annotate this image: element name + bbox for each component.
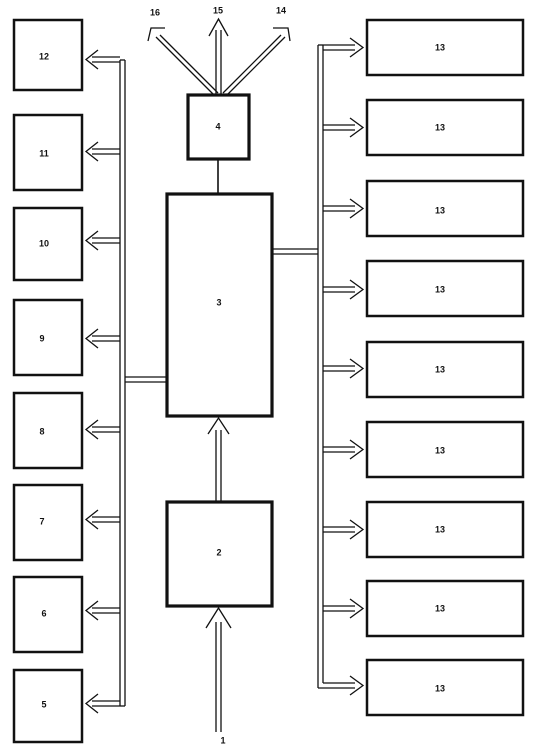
box-10: [12, 206, 84, 282]
box-13-1: [365, 18, 525, 77]
label-7: 7: [39, 516, 44, 526]
box-6: [12, 575, 84, 654]
box-9: [12, 298, 84, 377]
right-arrows: [318, 37, 365, 696]
box-7: [12, 483, 84, 562]
box-11: [12, 113, 84, 192]
box-12: [12, 18, 84, 92]
label-8: 8: [39, 426, 44, 436]
box-13-3: [365, 179, 525, 238]
label-5: 5: [41, 699, 46, 709]
label-6: 6: [41, 608, 46, 618]
top-outputs: 16 15 14: [147, 5, 291, 96]
label-13-9: 13: [435, 683, 445, 693]
left-boxes: 12 11 10 9 8 7 6 5: [12, 18, 84, 744]
label-11: 11: [39, 148, 49, 158]
box-8: [12, 391, 84, 470]
label-9: 9: [39, 333, 44, 343]
box-13-9: [365, 658, 525, 717]
label-16: 16: [150, 7, 160, 17]
label-13-2: 13: [435, 122, 445, 132]
box-13-4: [365, 259, 525, 318]
box-5: [12, 668, 84, 744]
left-bus: [84, 49, 167, 714]
left-arrows: [84, 49, 120, 714]
label-13-6: 13: [435, 445, 445, 455]
box-2: [165, 500, 274, 608]
box-13-2: [365, 98, 525, 157]
label-15: 15: [213, 5, 223, 15]
label-1: 1: [220, 735, 225, 745]
box-3: [165, 192, 274, 418]
center-column: 4 3 2 1 16 15 14: [147, 5, 291, 745]
label-13-3: 13: [435, 205, 445, 215]
label-13-1: 13: [435, 42, 445, 52]
box-13-8: [365, 579, 525, 638]
right-bus: [272, 37, 365, 696]
label-13-8: 13: [435, 603, 445, 613]
label-4: 4: [215, 121, 220, 131]
label-12: 12: [39, 51, 49, 61]
right-boxes: 13 13 13 13 13 13 13 13 13: [365, 18, 525, 717]
label-13-5: 13: [435, 364, 445, 374]
box-13-6: [365, 420, 525, 479]
label-10: 10: [39, 238, 49, 248]
label-14: 14: [276, 5, 286, 15]
label-13-7: 13: [435, 524, 445, 534]
label-2: 2: [216, 547, 221, 557]
label-13-4: 13: [435, 284, 445, 294]
box-13-5: [365, 340, 525, 399]
label-3: 3: [216, 297, 221, 307]
box-13-7: [365, 500, 525, 559]
